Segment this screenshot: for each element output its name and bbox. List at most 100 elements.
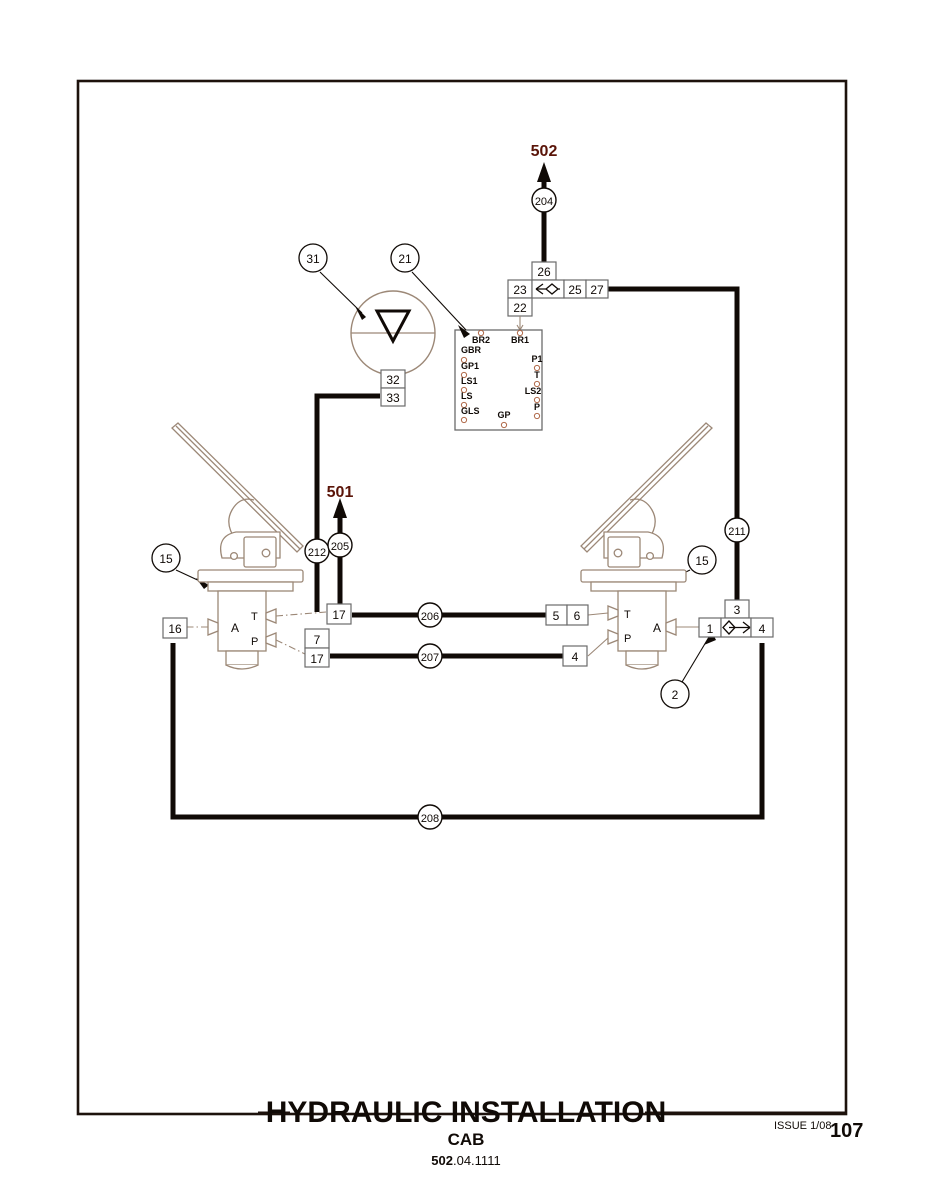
port-t-label: T	[534, 370, 540, 380]
callout-15-left: 15	[159, 552, 173, 566]
left-port-a-stub	[207, 618, 219, 636]
line-212	[314, 393, 380, 612]
port-br2-icon	[477, 329, 485, 337]
port-gls-icon	[460, 416, 468, 424]
box-4-lower-label: 4	[572, 650, 579, 664]
port-p-label: P	[534, 402, 540, 412]
line-tag-205: 205	[331, 541, 349, 553]
port-br2-label: BR2	[472, 335, 490, 345]
right-valve-body	[617, 590, 667, 652]
port-gp1-icon	[460, 371, 468, 379]
box-6	[566, 604, 589, 626]
drawing-number-prefix: 502	[431, 1153, 453, 1168]
right-port-p-label: P	[624, 633, 631, 645]
left-port-t-stub	[265, 608, 277, 624]
left-conn-p-to-17	[275, 639, 306, 655]
box-17-lower-label: 17	[310, 652, 324, 666]
right-pedal-post	[607, 536, 641, 568]
left-brake-pedal-valve	[171, 422, 304, 670]
right-conn-t-to-6	[587, 612, 609, 616]
line-208	[170, 643, 765, 820]
box-16-label: 16	[168, 622, 182, 636]
box-23-label: 23	[513, 283, 527, 297]
line-tag-206: 206	[421, 611, 439, 623]
box-4-lower	[562, 645, 588, 667]
line-tag-204: 204	[535, 196, 553, 208]
box-33-label: 33	[386, 391, 400, 405]
callout-15-left-circle	[151, 543, 181, 573]
callout-31: 31	[306, 252, 320, 266]
left-conn-t-to-17	[275, 611, 327, 617]
left-mount-plate	[197, 569, 304, 583]
arrowhead-502	[537, 162, 551, 182]
line-tag-207: 207	[421, 652, 439, 664]
page-title: HYDRAULIC INSTALLATION	[266, 1096, 667, 1129]
valve-diamond-icon	[544, 283, 560, 295]
line-tag-211-circle	[724, 517, 750, 543]
port-p-icon	[533, 412, 541, 420]
box-22-label: 22	[513, 301, 527, 315]
left-port-p-stub	[265, 632, 277, 648]
page-border	[76, 79, 848, 1116]
port-p1-icon	[533, 364, 541, 372]
box-6-label: 6	[574, 609, 581, 623]
right-valve-base	[625, 650, 659, 666]
port-ls2-label: LS2	[525, 386, 542, 396]
flow-label-501: 501	[327, 484, 354, 501]
right-conn-p-to-4	[587, 637, 609, 657]
port-gp1-label: GP1	[461, 361, 479, 371]
box-32-label: 32	[386, 373, 400, 387]
port-ls2-icon	[533, 396, 541, 404]
right-brake-pedal-valve	[580, 422, 713, 670]
page-subtitle: CAB	[448, 1130, 485, 1149]
callout-21: 21	[398, 252, 412, 266]
manifold-block: BR2 BR1 GBR GP1 LS1 LS GLS P1 T LS2 P GP	[454, 329, 543, 431]
port-ls1-label: LS1	[461, 376, 478, 386]
port-ls1-icon	[460, 386, 468, 394]
left-port-t-label: T	[251, 611, 258, 623]
left-port-a-label: A	[231, 621, 239, 635]
left-mount-plate-2	[207, 581, 294, 592]
line-tag-205-circle	[327, 532, 353, 558]
box-17-upper	[326, 603, 352, 625]
triangle-icon	[374, 309, 412, 345]
left-valve-body	[217, 590, 267, 652]
port-t-icon	[533, 380, 541, 388]
box-27-label: 27	[590, 283, 604, 297]
box-4-right-label: 4	[759, 622, 766, 636]
right-valve-foot	[625, 664, 659, 670]
port-ls-icon	[460, 401, 468, 409]
box-16	[162, 617, 188, 639]
right-pivot-hole-1	[645, 551, 655, 561]
box-26-label: 26	[537, 265, 551, 279]
left-valve-base	[225, 650, 259, 666]
port-gp-icon	[500, 421, 508, 429]
page-number: 107	[830, 1120, 863, 1142]
box-17-lower	[304, 647, 330, 668]
left-pedal-post	[243, 536, 277, 568]
port-gbr-icon	[460, 356, 468, 364]
callout-2-circle	[660, 679, 690, 709]
leader-21-arrow	[458, 325, 470, 338]
left-pivot-hole-2	[261, 548, 271, 558]
right-pivot-hole-2	[613, 548, 623, 558]
callout-31-circle	[298, 243, 328, 273]
box-4-right	[750, 617, 774, 638]
left-pedal-linkage	[228, 498, 255, 541]
box-7-label: 7	[314, 633, 321, 647]
right-pedal-linkage	[629, 498, 656, 541]
leader-31	[319, 271, 363, 314]
right-valve-assembly: 3 1 4	[698, 599, 774, 638]
left-port-p-label: P	[251, 636, 258, 648]
box-1-label: 1	[707, 622, 714, 636]
port-gbr-label: GBR	[461, 345, 482, 355]
stem-22-to-br1	[516, 316, 524, 331]
right-port-t-label: T	[624, 609, 631, 621]
callout-2: 2	[672, 688, 679, 702]
drawing-number-suffix: .04.1111	[453, 1153, 501, 1168]
valve-cluster: 26 23 25 27 22	[507, 261, 609, 331]
right-port-a-label: A	[653, 621, 661, 635]
line-tag-208: 208	[421, 813, 439, 825]
